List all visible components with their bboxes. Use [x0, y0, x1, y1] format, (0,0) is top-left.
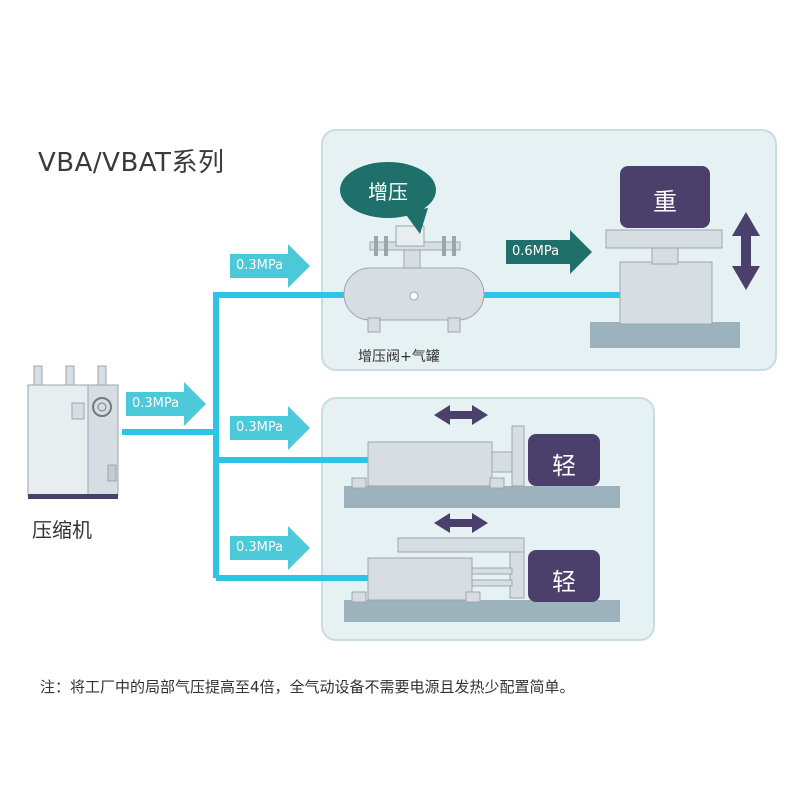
light-load-box-2: [528, 550, 600, 602]
compressor-label: 压缩机: [32, 518, 92, 542]
pressure-label-boosted: 0.6MPa: [512, 244, 560, 259]
pressure-arrow-line-3: [230, 526, 310, 570]
air-pipes: [122, 292, 622, 581]
booster-bubble-label: 增压: [368, 180, 408, 204]
pressure-label-line-2: 0.3MPa: [236, 420, 284, 435]
vertical-motion-arrow-icon: [732, 212, 760, 290]
light-machine-1: [344, 425, 620, 508]
horizontal-motion-arrow-icon: [434, 405, 488, 425]
light-machine-2: [344, 537, 620, 622]
compressor: [27, 365, 119, 499]
pressure-arrow-boosted: [506, 230, 592, 274]
pressure-label-booster-in: 0.3MPa: [236, 258, 284, 273]
heavy-press-machine: [590, 166, 740, 348]
booster-speech-bubble: [340, 162, 436, 234]
heavy-load-box: [620, 166, 710, 228]
pressure-label-compressor: 0.3MPa: [132, 396, 180, 411]
footnote: 注：将工厂中的局部气压提高至4倍，全气动设备不需要电源且发热少配置简单。: [40, 678, 575, 696]
light-load-box-1: [528, 434, 600, 486]
pressure-label-line-3: 0.3MPa: [236, 540, 284, 555]
pressure-arrow-compressor: [126, 382, 206, 426]
horizontal-motion-arrow-icon: [434, 513, 488, 533]
pressure-arrow-booster-in: [230, 244, 310, 288]
page-title: VBA/VBAT系列: [38, 148, 225, 178]
light-load-label-1: 轻: [552, 452, 576, 480]
light-load-label-2: 轻: [552, 568, 576, 596]
booster-tank: [343, 225, 485, 333]
tank-label: 增压阀+气罐: [358, 349, 440, 365]
pressure-arrow-line-2: [230, 406, 310, 450]
heavy-load-label: 重: [653, 188, 677, 216]
